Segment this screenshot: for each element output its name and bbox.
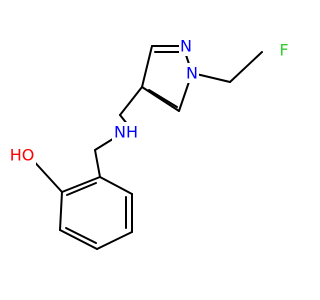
pyrazole-n2-label: N	[180, 37, 192, 56]
bond-ar-6-1	[99, 176, 133, 195]
bond-ar-1-2	[61, 176, 101, 193]
bond-ar-3-4-inner	[65, 227, 97, 244]
bond-ar-4-5	[96, 231, 133, 250]
hydroxyl-label: HO	[10, 146, 35, 165]
bond-ar-1-2-inner	[66, 182, 97, 196]
bond-ar-3-4	[59, 229, 98, 250]
bond-c4-c5-inner	[148, 89, 178, 108]
bond-c4-ch2	[119, 86, 143, 116]
structure-svg: F N N NH HO	[8, 36, 290, 250]
amine-nh-label: NH	[114, 123, 138, 142]
pyrazole-n1-label: N	[186, 64, 198, 83]
bond-c4-c5	[141, 86, 180, 112]
bond-ch2-aryl	[94, 149, 101, 178]
bond-ch2-ch2	[229, 51, 263, 83]
bond-c3-c4	[141, 45, 153, 88]
fluorine-label: F	[279, 41, 288, 60]
bond-ar-2-3	[59, 191, 63, 231]
molecule-drawing: F N N NH HO	[8, 36, 290, 250]
